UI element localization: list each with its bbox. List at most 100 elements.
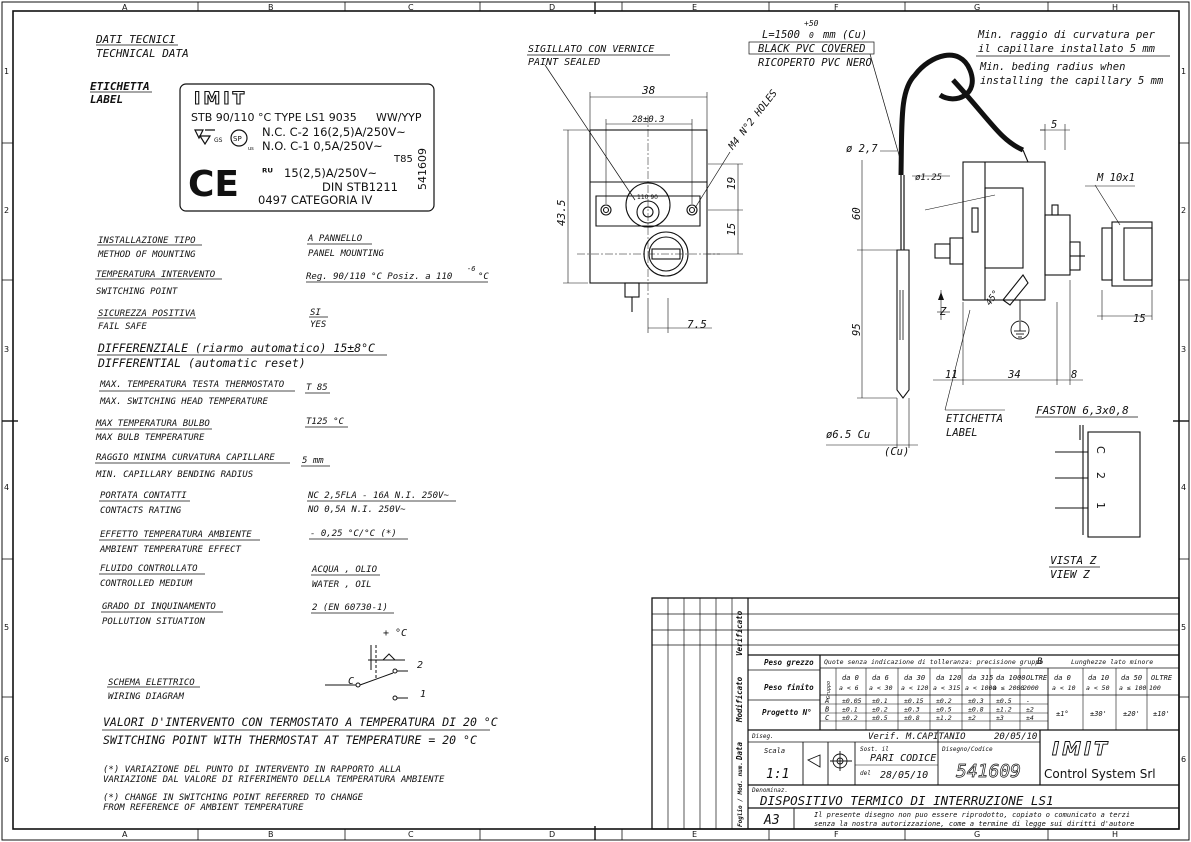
dim-95: 95 (851, 323, 863, 336)
tb-legal-1: Il presente disegno non puo essere ripro… (814, 811, 1130, 819)
tol-cell-C-0: ±0.2 (842, 714, 858, 722)
row-label-3: 3 (4, 345, 9, 354)
capillary-tube (896, 52, 1025, 399)
tol-header-4: da 315 (968, 674, 993, 682)
tol-cell-A-6: - (1026, 697, 1030, 705)
label-din: DIN STB1211 (322, 180, 398, 194)
thermostat-body-side (934, 149, 1085, 306)
tb-diseg: Diseg. (751, 733, 774, 740)
spec-0-it: INSTALLAZIONE TIPO (98, 236, 196, 246)
spec-2-it: SICUREZZA POSITIVA (98, 309, 196, 319)
ang-header2-0: a < 10 (1052, 684, 1076, 692)
spec-5-en: MIN. CAPILLARY BENDING RADIUS (95, 470, 254, 480)
svg-text:us: us (248, 146, 254, 152)
ang-header2-2: a ≤ 100 (1119, 684, 1146, 692)
spec-1-it: TEMPERATURA INTERVENTO (96, 270, 216, 280)
tb-progetto: Progetto N° (762, 708, 812, 717)
ang-header-1: da 10 (1088, 674, 1109, 682)
tb-legal-2: senza la nostra autorizzazione, come a t… (814, 820, 1134, 828)
spec-5-it: RAGGIO MINIMA CURVATURA CAPILLARE (96, 453, 275, 463)
dim-15-front: 15 (725, 223, 738, 236)
row-label-1: 1 (4, 67, 9, 76)
dim-34: 34 (1007, 369, 1021, 381)
knob-side-view (1101, 221, 1153, 287)
spec-9-en: POLLUTION SITUATION (102, 617, 206, 627)
ang-val-2: ±20' (1123, 710, 1140, 718)
tb-verif: Verif. M.CAPITANIO (868, 732, 966, 742)
note-4: FROM REFERENCE OF AMBIENT TEMPERATURE (103, 803, 304, 813)
switch-symbol-icon (325, 645, 408, 701)
flange-symbol-icon (806, 751, 852, 771)
min-radius-en-2: installing the capillary 5 mm (980, 75, 1164, 87)
tol-header2-1: a < 30 (869, 684, 893, 692)
valori-it: VALORI D'INTERVENTO CON TERMOSTATO A TEM… (103, 715, 498, 729)
col-label-f: F (834, 3, 839, 12)
spec-2-v1: SI (310, 308, 321, 318)
tb-scala-val: 1:1 (766, 767, 789, 782)
col-label-b: B (268, 3, 274, 12)
vista-z-it: VISTA Z (1050, 554, 1097, 567)
tol-cell-B-4: ±0.8 (968, 706, 984, 714)
tb-modificato: Modificato (735, 676, 744, 723)
tol-cell-B-1: ±0.2 (872, 706, 888, 714)
capillary-length: L=1500 (762, 29, 800, 41)
tol-cell-A-2: ±0.15 (904, 697, 924, 705)
title-block: Verificato Modificato Data Foglio / Mod.… (651, 597, 1180, 830)
col-label-d: D (549, 3, 555, 12)
tol-header2-6: 2000 (1023, 684, 1039, 692)
tol-header-5: da 1000 (996, 674, 1026, 682)
label-ul-rating: 15(2,5)A/250V~ (284, 166, 377, 180)
tol-header-1: da 6 (872, 674, 889, 682)
sigillato-label: SIGILLATO CON VERNICE (528, 44, 654, 55)
col-label-h-bottom: H (1112, 830, 1118, 839)
differential-it: DIFFERENZIALE (riarmo automatico) 15±8°C (97, 341, 375, 355)
label-nc: N.C. C-2 16(2,5)A/250V~ (262, 125, 406, 139)
dim-11: 11 (945, 369, 958, 381)
capillary-tol-dn: 0 (809, 31, 814, 40)
tb-verif-date: 20/05/10 (994, 732, 1037, 742)
tb-foglio: Foglio / Mod. num. (737, 762, 744, 827)
row-label-6-right: 6 (1181, 755, 1186, 764)
tb-title: DISPOSITIVO TERMICO DI INTERRUZIONE LS1 (759, 793, 1054, 808)
col-label-e: E (692, 3, 697, 12)
faston-term-1: 1 (1094, 502, 1107, 509)
tb-gruppo-label: Gruppo (826, 681, 832, 699)
spec-1-v1: Reg. 90/110 °C Posiz. a 110 (306, 272, 452, 282)
spec-3-en: MAX. SWITCHING HEAD TEMPERATURE (99, 397, 269, 407)
dim-19: 19 (725, 177, 738, 190)
col-label-a-bottom: A (122, 830, 128, 839)
differential-en: DIFFERENTIAL (automatic reset) (97, 356, 306, 370)
tb-disegno: Disegno/Codice (941, 746, 993, 753)
dim-dia-2-7: ø 2,7 (846, 143, 878, 155)
tb-verificato: Verificato (735, 610, 744, 656)
tol-cell-A-4: ±0.3 (968, 697, 984, 705)
spec-4-en: MAX BULB TEMPERATURE (95, 433, 205, 443)
switching-notes: VALORI D'INTERVENTO CON TERMOSTATO A TEM… (102, 715, 498, 813)
ground-symbol-icon (1010, 300, 1030, 340)
note-3: (*) CHANGE IN SWITCHING POINT REFERRED T… (103, 793, 364, 803)
dim-28: 28±0.3 (632, 115, 665, 125)
ang-val-0: ±1° (1056, 710, 1069, 718)
spec-6-it: PORTATA CONTATTI (100, 491, 187, 501)
col-label-d-bottom: D (549, 830, 555, 839)
row-label-5: 5 (4, 623, 9, 632)
vde-mark-icon: GS (194, 129, 223, 146)
dim-15-side: 15 (1133, 313, 1146, 325)
holes-label: M4 N°2 HOLES (726, 88, 780, 152)
tol-group-B: B (825, 706, 829, 714)
bulb-material: (Cu) (884, 446, 909, 458)
spec-6-v1: NC 2,5FLA - 16A N.I. 250V~ (307, 491, 449, 501)
technical-data-title: TECHNICAL DATA (96, 47, 189, 60)
spec-7-it: EFFETTO TEMPERATURA AMBIENTE (100, 530, 252, 540)
tb-lunghezze: Lunghezze lato minore (1071, 658, 1153, 666)
spec-2-en: FAIL SAFE (98, 322, 147, 332)
side-view-drawing: L=1500 +50 0 mm (Cu) BLACK PVC COVERED R… (748, 19, 1170, 458)
spec-0-v2: PANEL MOUNTING (308, 249, 384, 259)
faston-view-z: FASTON 6,3x0,8 C 2 1 VISTA Z VIEW Z (1035, 404, 1141, 581)
tol-header2-2: a < 120 (901, 684, 928, 692)
tb-codice: 541609 (956, 761, 1021, 782)
note-2: VARIAZIONE DAL VALORE DI RIFERIMENTO DEL… (103, 775, 445, 785)
label-category: 0497 CATEGORIA IV (258, 193, 372, 207)
spec-9-it: GRADO DI INQUINAMENTO (102, 602, 216, 612)
